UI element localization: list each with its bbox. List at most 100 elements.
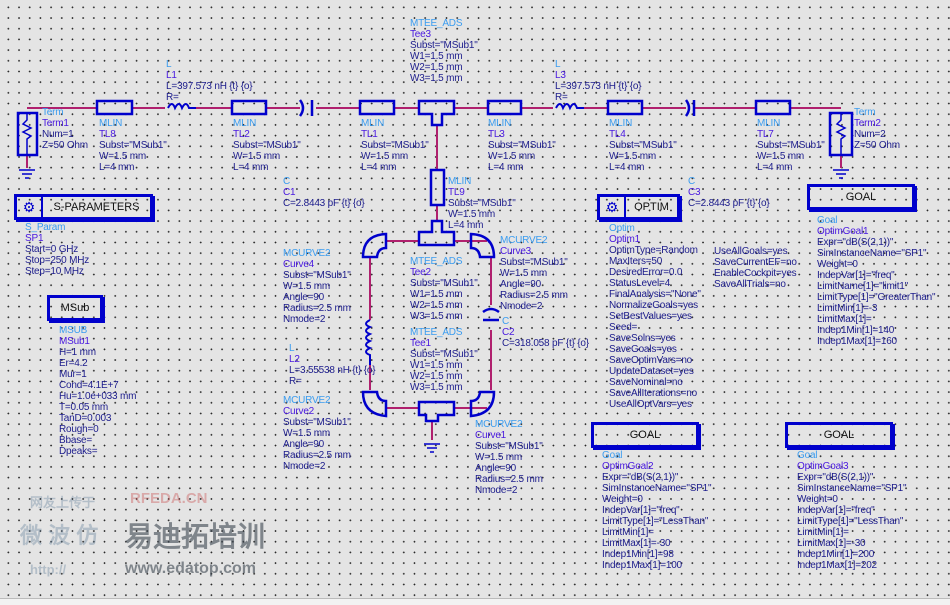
instance-name: TL3 [488,129,505,140]
parameter-line: Angle=90 [283,439,324,450]
parameter-line: Angle=90 [283,292,324,303]
l2-symbol [365,319,373,365]
parameter-line: Rough=0 [59,424,99,435]
ground-icon [19,169,849,179]
component-type: MCURVE2 [283,395,331,406]
parameter-line: C=2.8443 pF {t} {o} [283,198,365,209]
ground-icon [424,443,440,453]
goal3-title: GOAL [823,429,855,441]
parameter-line: SaveAllIterations=no [609,388,698,399]
instance-name: MSub1 [59,336,90,347]
parameter-line: L=397.573 nH {t} {o} [555,81,642,92]
parameter-line: Subst="MSub1" [283,417,351,428]
component-type: L [555,59,561,70]
parameter-line: Subst="MSub1" [500,257,568,268]
parameter-line: W=1.5 mm [488,151,536,162]
watermark-text: 网友上传于 [30,495,96,510]
component-type: L [166,59,172,70]
parameter-line: Nmode=2 [283,314,326,325]
parameter-line: UpdateDataset=yes [609,366,694,377]
parameter-line: LimitName[1]="limit1" [817,281,908,292]
parameter-line: H=1 mm [59,347,96,358]
component-type: MLIN [233,118,257,129]
msub-title: MSub [60,302,90,314]
term1-symbol [16,111,39,157]
parameter-line: Subst="MSub1" [99,140,167,151]
parameter-line: FinalAnalysis="None" [609,289,701,300]
parameter-line: Stop=250 MHz [25,255,90,266]
parameter-line: LimitType[1]="LessThan" [797,516,904,527]
parameter-line: W1=1.5 mm [410,360,463,371]
parameter-line: LimitType[1]="GreaterThan" [817,292,936,303]
component-type: C [283,176,291,187]
parameter-line: W=1.5 mm [233,151,281,162]
parameter-line: L=4 mm [448,220,484,231]
parameter-line: LimitMax[1]=-30 [797,538,866,549]
parameter-line: UseAllGoals=yes [714,246,788,257]
parameter-line: TanD=0.003 [59,413,112,424]
tee1-symbol [417,400,456,423]
parameter-line: UseAllOptVars=yes [609,399,692,410]
parameter-line: Seed= [609,322,638,333]
goal1-title: GOAL [845,191,877,203]
c2-symbol [482,307,500,322]
curve4-symbol [361,232,388,259]
msub-controller[interactable]: MSub [47,295,103,321]
parameter-line: Z=50 Ohm [854,140,900,151]
parameter-line: Expr="dB(S(2,1))" [797,472,874,483]
parameter-line: SimInstanceName="SP1" [602,483,712,494]
watermark-text: 微 波 仿 [20,523,99,548]
parameter-line: Subst="MSub1" [410,40,478,51]
instance-name: Tee2 [410,267,431,278]
goal1-controller[interactable]: GOAL [807,184,915,210]
parameter-line: Nmode=2 [500,301,543,312]
parameter-line: SaveGoals=yes [609,344,677,355]
instance-name: Term1 [42,118,69,129]
l3-symbol [555,103,584,111]
component-type: MTEE_ADS [410,256,463,267]
parameter-line: W=1.5 mm [500,268,548,279]
curve3-symbol [469,232,496,259]
component-type: MLIN [757,118,781,129]
parameter-line: Step=10 MHz [25,266,84,277]
instance-name: L2 [289,354,300,365]
s-parameters-controller[interactable]: ⚙ S-PARAMETERS [14,194,153,220]
parameter-line: SaveSolns=yes [609,333,676,344]
instance-name: Term2 [854,118,881,129]
parameter-line: LimitMin[1]= [797,527,849,538]
goal2-title: GOAL [629,429,661,441]
parameter-line: Expr="dB(S(2,1))" [817,237,894,248]
goal2-controller[interactable]: GOAL [591,422,699,448]
component-type: Optim [609,223,635,234]
parameter-line: IndepVar[1]="freq" [602,505,680,516]
instance-name: Optim1 [609,234,641,245]
optim-controller[interactable]: ⚙ OPTIM [597,194,680,220]
component-type: MTEE_ADS [410,327,463,338]
goal3-controller[interactable]: GOAL [785,422,893,448]
parameter-line: Subst="MSub1" [361,140,429,151]
tl7-symbol [754,99,792,116]
instance-name: TL4 [609,129,626,140]
component-type: Goal [797,450,818,461]
parameter-line: Subst="MSub1" [448,198,516,209]
parameter-line: L=4 mm [488,162,524,173]
parameter-line: Cond=4.1E+7 [59,380,119,391]
instance-name: Curve4 [283,259,315,270]
component-type: MSUB [59,325,88,336]
parameter-line: SimInstanceName="SP1" [817,248,927,259]
instance-name: TL2 [233,129,250,140]
horizontal-scrollbar[interactable] [0,598,950,605]
parameter-line: T=0.05 mm [59,402,109,413]
parameter-line: W1=1.5 mm [410,51,463,62]
